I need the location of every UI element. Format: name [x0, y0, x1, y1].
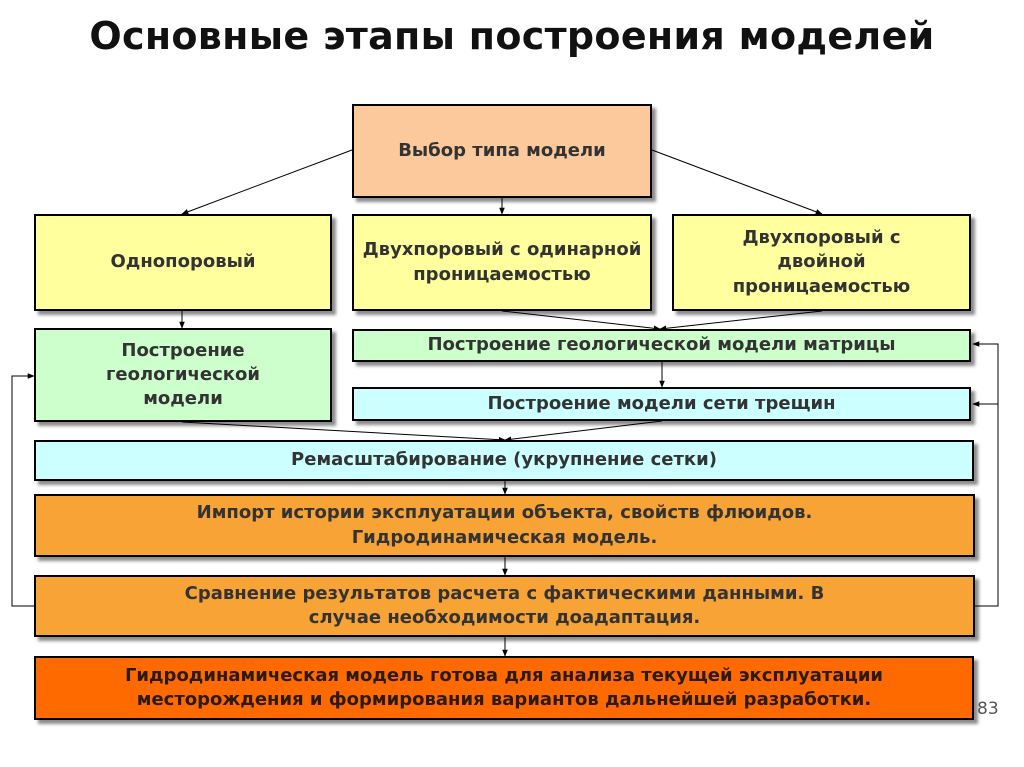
feedback-left — [11, 373, 35, 607]
upscaling-label: Ремасштабирование (укрупнение сетки) — [291, 449, 717, 471]
single-porosity-label: Однопоровый — [110, 251, 256, 273]
dual-porosity-dual-perm-box: Двухпоровый с двойной проницаемостью — [672, 214, 971, 311]
dual-porosity-single-perm-box: Двухпоровый с одинарной проницаемостью — [352, 214, 652, 311]
model-choice-box: Выбор типа модели — [352, 104, 652, 198]
final-box: Гидродинамическая модель готова для анал… — [34, 656, 974, 720]
matrix-geo-model-label: Построение геологической модели матрицы — [427, 334, 896, 356]
import-history-label: Импорт истории эксплуатации объекта, сво… — [196, 502, 813, 548]
final-label: Гидродинамическая модель готова для анал… — [124, 664, 884, 710]
dual-porosity-single-perm-label: Двухпоровый с одинарной проницаемостью — [362, 239, 642, 285]
matrix-geo-model-box: Построение геологической модели матрицы — [352, 329, 971, 362]
arrow-to-single — [181, 149, 353, 215]
comparison-label: Сравнение результатов расчета с фактичес… — [184, 582, 825, 628]
arrow-dual2-to-matrix — [659, 310, 823, 332]
dual-porosity-dual-perm-label: Двухпоровый с двойной проницаемостью — [732, 227, 911, 297]
fracture-network-box: Построение модели сети трещин — [352, 387, 971, 421]
geo-model-box: Построение геологической модели — [34, 328, 332, 422]
slide-title: Основные этапы построения моделей — [89, 14, 935, 58]
import-history-box: Импорт истории эксплуатации объекта, сво… — [34, 494, 975, 557]
single-porosity-box: Однопоровый — [34, 214, 332, 311]
arrow-geo-to-upscaling — [181, 421, 506, 443]
comparison-box: Сравнение результатов расчета с фактичес… — [34, 575, 975, 637]
arrow-fracture-to-upscaling — [504, 420, 663, 443]
arrow-dual1-to-matrix — [501, 310, 661, 332]
page-number: 83 — [977, 699, 999, 719]
model-choice-label: Выбор типа модели — [398, 139, 606, 161]
geo-model-label: Построение геологической модели — [106, 339, 260, 410]
upscaling-box: Ремасштабирование (укрупнение сетки) — [34, 440, 974, 481]
feedback-right — [972, 341, 999, 607]
arrow-to-dual-dual — [651, 149, 823, 215]
fracture-network-label: Построение модели сети трещин — [487, 392, 836, 414]
